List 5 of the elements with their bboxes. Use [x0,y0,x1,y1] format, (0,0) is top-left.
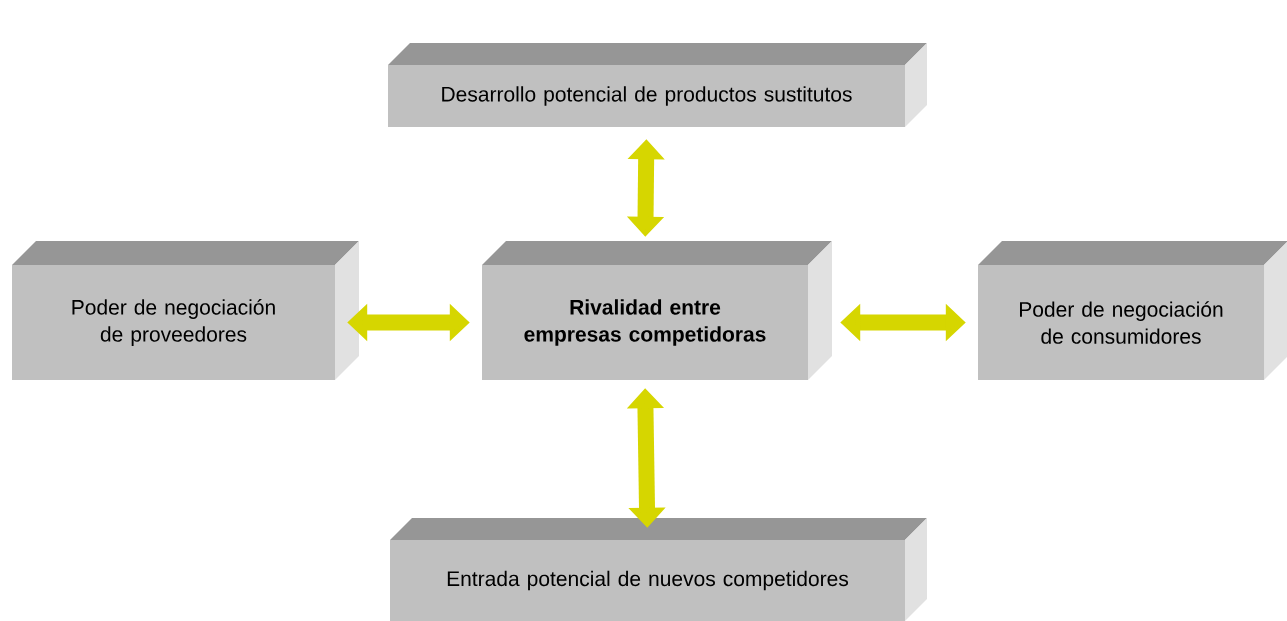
block-box: Rivalidad entre empresas competidoras [482,241,832,380]
block-box: Poder de negociación de consumidores [978,241,1287,380]
block-box: Desarrollo potencial de productos sustitutos [388,43,927,127]
block-box: Entrada potencial de nuevos competidores [390,518,927,621]
block-box: Poder de negociación de proveedores [12,241,359,380]
